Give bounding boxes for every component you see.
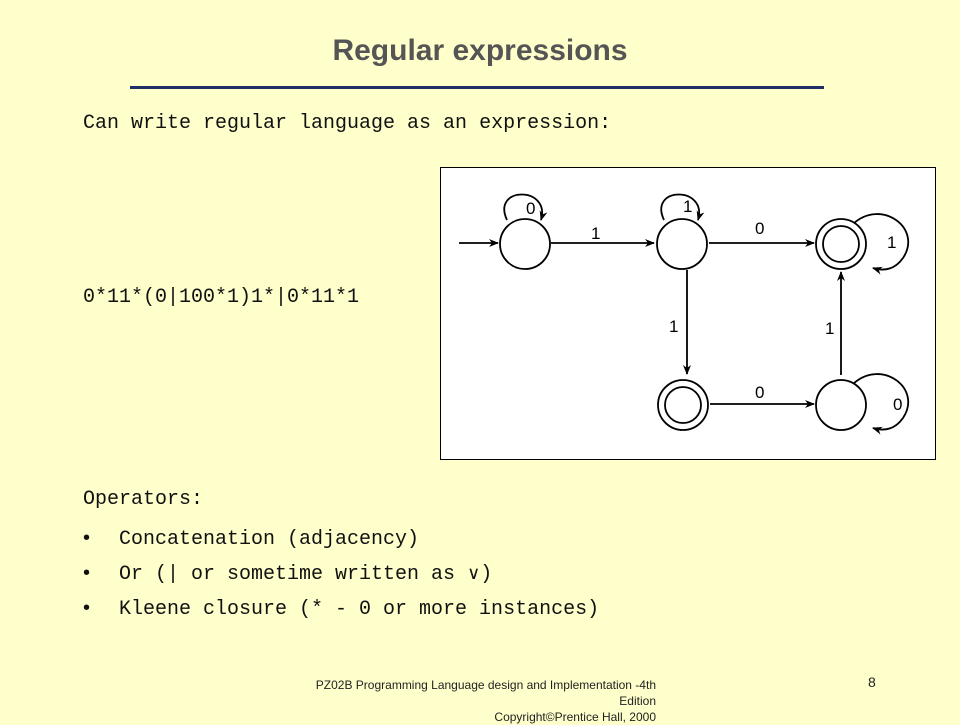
slide-title: Regular expressions xyxy=(332,34,628,67)
label-s1-s2: 0 xyxy=(755,219,764,238)
label-loop-s0: 0 xyxy=(526,199,535,218)
loop-s4 xyxy=(852,373,910,435)
label-s1-s3: 1 xyxy=(669,317,678,336)
label-s3-s4: 0 xyxy=(755,383,764,402)
label-loop-s2: 1 xyxy=(887,233,896,252)
bullet-text-before: Or (| or sometime written as xyxy=(119,563,468,586)
bullet-icon: • xyxy=(83,562,91,584)
regex-expression: 0*11*(0|100*1)1*|0*11*1 xyxy=(83,286,360,309)
title-underline xyxy=(130,86,824,89)
label-s4-s2: 1 xyxy=(825,319,834,338)
automaton-svg: 0 1 1 0 1 1 0 0 1 xyxy=(459,193,910,435)
intro-text: Can write regular language as an express… xyxy=(83,112,612,135)
list-item: • Kleene closure (* - 0 or more instances… xyxy=(83,594,599,629)
page-number: 8 xyxy=(868,674,876,690)
bullet-text: Concatenation (adjacency) xyxy=(119,528,420,551)
footer-copyright: Copyright©Prentice Hall, 2000 xyxy=(494,710,656,724)
logical-or-symbol: ∨ xyxy=(467,563,481,584)
bullet-text-after: ) xyxy=(480,563,493,586)
label-loop-s1: 1 xyxy=(683,197,692,216)
label-loop-s4: 0 xyxy=(893,395,902,414)
state-start xyxy=(499,218,551,270)
bullet-text: Kleene closure (* - 0 or more instances) xyxy=(119,598,600,621)
state-accept-bottom-inner xyxy=(664,386,702,424)
operators-heading: Operators: xyxy=(83,488,204,511)
loop-s0 xyxy=(503,193,548,221)
operators-list: • Concatenation (adjacency) • Or (| or som… xyxy=(83,524,599,629)
slide-footer: PZ02B Programming Language design and Im… xyxy=(300,677,656,725)
footer-course: PZ02B Programming Language design and Im… xyxy=(315,678,656,708)
loop-s2 xyxy=(852,213,910,275)
state-middle xyxy=(656,218,708,270)
loop-s1 xyxy=(660,193,705,221)
state-accept-top-inner xyxy=(822,225,860,263)
bullet-icon: • xyxy=(83,527,91,549)
list-item: • Or (| or sometime written as ∨) xyxy=(83,559,599,594)
state-bottom-right xyxy=(815,379,867,431)
list-item: • Concatenation (adjacency) xyxy=(83,524,599,559)
bullet-icon: • xyxy=(83,597,91,619)
finite-automaton-diagram: 0 1 1 0 1 1 0 0 1 xyxy=(440,167,936,460)
label-s0-s1: 1 xyxy=(591,224,600,243)
